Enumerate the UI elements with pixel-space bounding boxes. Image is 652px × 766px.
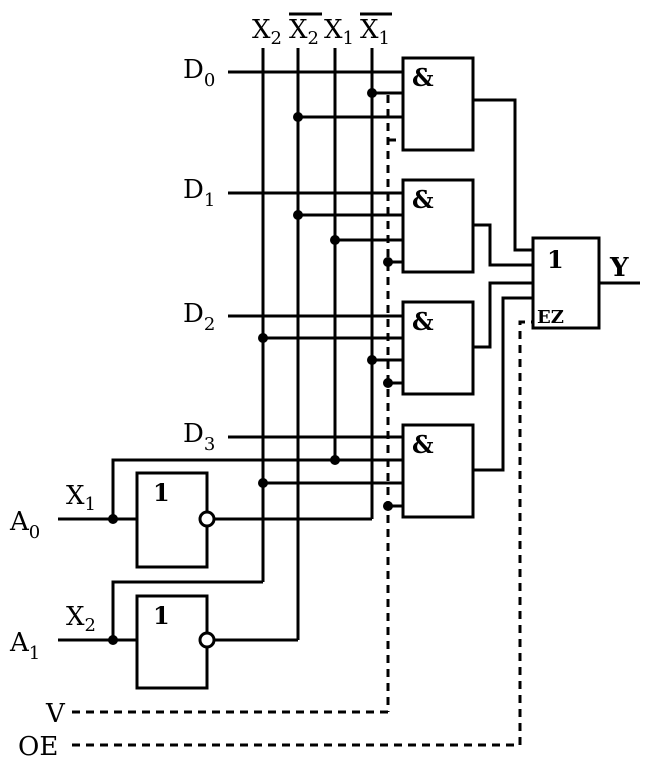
bus-label-x2: X2 <box>252 15 282 49</box>
and-gate-box <box>401 56 475 152</box>
address-bus <box>261 48 390 712</box>
output-label-y: Y <box>609 253 629 283</box>
data-input-labels: D0 D1 D2 D3 <box>183 55 215 455</box>
junction-dot <box>330 455 340 465</box>
bus-label-x1: X1 <box>324 15 354 49</box>
label-d1: D1 <box>183 175 215 211</box>
junction-dot <box>330 235 340 245</box>
label-a0: A0 <box>9 507 40 543</box>
wire-oe <box>72 320 533 747</box>
and-gate-3: & <box>111 296 533 519</box>
junction-dot <box>367 355 377 365</box>
and-gate-box <box>401 300 475 396</box>
and-gate-box <box>401 178 475 274</box>
and-gate-0: & <box>228 56 533 252</box>
junction-dot <box>108 514 118 524</box>
wire-and2-out <box>473 281 533 349</box>
and-symbol: & <box>412 430 434 459</box>
label-d0: D0 <box>183 55 215 91</box>
junction-dot <box>367 88 377 98</box>
wire-and3-out <box>473 296 533 472</box>
junction-dot <box>293 210 303 220</box>
label-a1: A1 <box>9 628 40 664</box>
bus-labels: X2 X2 X1 X1 <box>252 12 392 49</box>
control-lines: V OE <box>18 320 533 762</box>
junction-dot <box>293 112 303 122</box>
not-gate-1: 1 X2 A1 <box>9 580 298 690</box>
or-gate: 1 EZ Y <box>531 236 640 330</box>
junction-dot <box>108 635 118 645</box>
and-gate-1: & <box>228 178 533 274</box>
bus-label-x1-bar: X1 <box>360 15 390 49</box>
not-symbol: 1 <box>153 478 170 507</box>
not-gate-0: 1 X1 A0 <box>9 471 372 569</box>
label-d3: D3 <box>183 419 215 455</box>
junction-dot <box>258 478 268 488</box>
not-gate-box <box>135 471 209 569</box>
not-gate-box <box>135 594 209 690</box>
bus-label-x2-bar: X2 <box>289 15 319 49</box>
label-d2: D2 <box>183 299 215 335</box>
and-gate-box <box>401 423 475 519</box>
and-symbol: & <box>412 307 434 336</box>
wire-and1-out <box>473 223 533 267</box>
not-symbol: 1 <box>153 601 170 630</box>
enable-label: EZ <box>537 307 564 328</box>
wire-a1-direct <box>111 580 263 640</box>
label-oe: OE <box>18 732 58 762</box>
wire-and0-out <box>473 98 533 252</box>
inversion-bubble <box>198 510 216 528</box>
or-symbol: 1 <box>547 245 564 274</box>
wire-a0-direct <box>111 458 403 519</box>
net-label-x2: X2 <box>66 602 96 636</box>
junction-dot <box>258 333 268 343</box>
or-gate-box <box>531 236 601 330</box>
inversion-bubble <box>198 631 216 649</box>
net-label-x1: X1 <box>66 481 96 515</box>
label-v: V <box>45 699 66 729</box>
and-symbol: & <box>412 185 434 214</box>
and-gate-2: & <box>228 281 533 396</box>
and-symbol: & <box>412 63 434 92</box>
